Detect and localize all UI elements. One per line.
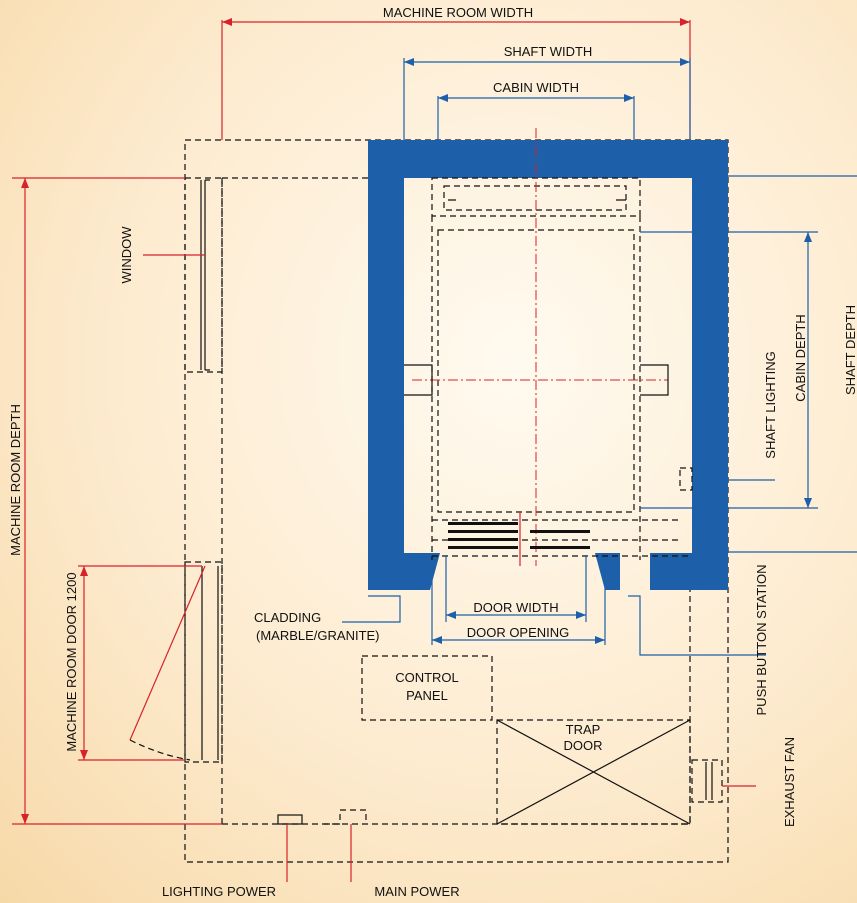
cladding-material-label: (MARBLE/GRANITE) — [256, 628, 380, 643]
trap-door-box — [496, 719, 691, 825]
trap-door-label: TRAP — [566, 722, 601, 737]
window-label: WINDOW — [119, 226, 134, 284]
exhaust-fan-label: EXHAUST FAN — [782, 737, 797, 827]
lighting-power-label: LIGHTING POWER — [162, 884, 276, 899]
machine-room-door — [129, 561, 223, 763]
shaft-depth-label: SHAFT DEPTH — [843, 305, 857, 395]
shaft-walls — [368, 140, 728, 590]
shaft-lighting-label: SHAFT LIGHTING — [763, 351, 778, 458]
door-opening-label: DOOR OPENING — [467, 625, 570, 640]
door-width-label: DOOR WIDTH — [473, 600, 558, 615]
exhaust-fan — [691, 759, 723, 803]
machine-room-width-label: MACHINE ROOM WIDTH — [383, 5, 533, 20]
cabin-depth-label: CABIN DEPTH — [793, 314, 808, 401]
control-panel-label: CONTROL — [395, 670, 459, 685]
push-button-station-label: PUSH BUTTON STATION — [754, 565, 769, 716]
control-panel-label-line2: PANEL — [406, 688, 448, 703]
cabin-width-label: CABIN WIDTH — [493, 80, 579, 95]
machine-room-depth-label: MACHINE ROOM DEPTH — [8, 404, 23, 556]
shaft-width-label: SHAFT WIDTH — [504, 44, 593, 59]
machine-room-outline — [184, 139, 729, 863]
machine-room-door-label: MACHINE ROOM DOOR 1200 — [64, 572, 79, 751]
power-outlets — [277, 809, 367, 825]
cladding-label: CLADDING — [254, 610, 321, 625]
dimension-lines-blue — [342, 58, 857, 656]
control-panel-box — [361, 655, 493, 721]
cabin — [404, 128, 693, 566]
window — [184, 177, 223, 373]
main-power-label: MAIN POWER — [374, 884, 459, 899]
trap-door-label-line2: DOOR — [564, 738, 603, 753]
